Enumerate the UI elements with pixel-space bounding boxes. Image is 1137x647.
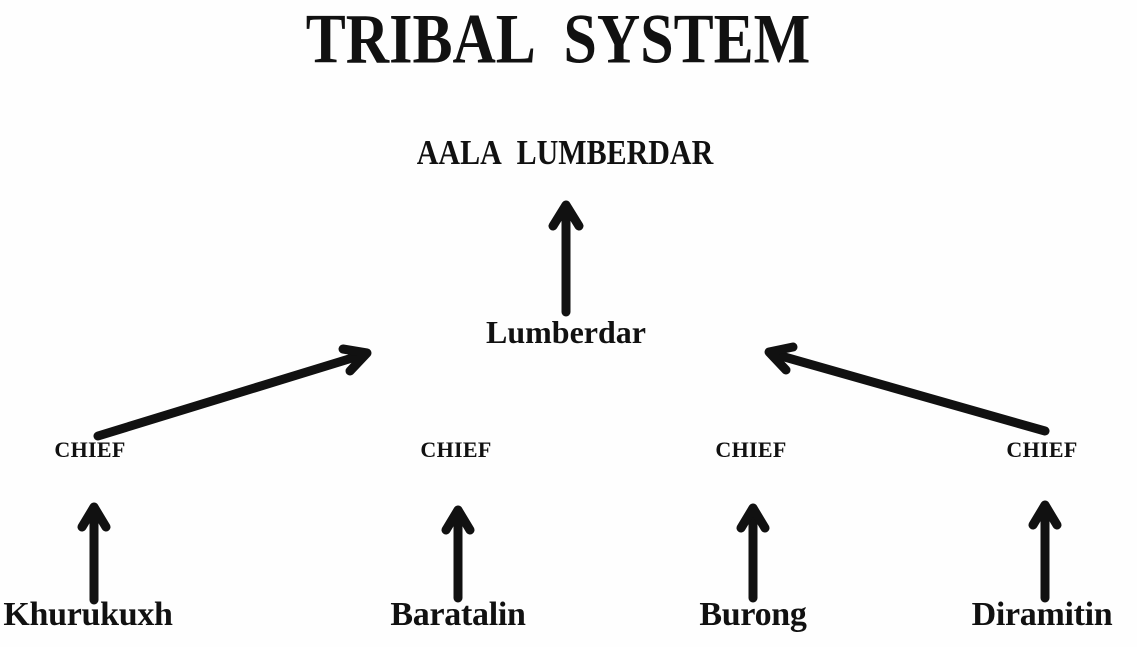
arrow-diagonal-right-icon	[764, 342, 1050, 436]
arrow-up-baratalin-icon	[441, 505, 475, 603]
arrow-diagonal-left-icon	[93, 344, 372, 441]
tribe-name-khurukuxh: Khurukuxh	[3, 596, 173, 633]
diagram-title: TRIBAL SYSTEM	[305, 0, 811, 78]
tribe-name-baratalin: Baratalin	[390, 596, 526, 633]
top-role-label: AALA LUMBERDAR	[416, 134, 714, 172]
chief-label-2: CHIEF	[420, 437, 492, 462]
middle-role-label: Lumberdar	[486, 314, 646, 350]
tribe-name-diramitin: Diramitin	[971, 596, 1113, 633]
tribe-name-burong: Burong	[699, 596, 807, 633]
chief-label-3: CHIEF	[715, 437, 787, 462]
arrow-up-khurukuxh-icon	[77, 502, 111, 605]
arrow-up-burong-icon	[736, 503, 770, 603]
chief-label-1: CHIEF	[54, 437, 126, 462]
arrow-up-diramitin-icon	[1028, 500, 1062, 603]
arrow-up-center-icon	[548, 200, 584, 317]
chief-label-4: CHIEF	[1006, 437, 1078, 462]
